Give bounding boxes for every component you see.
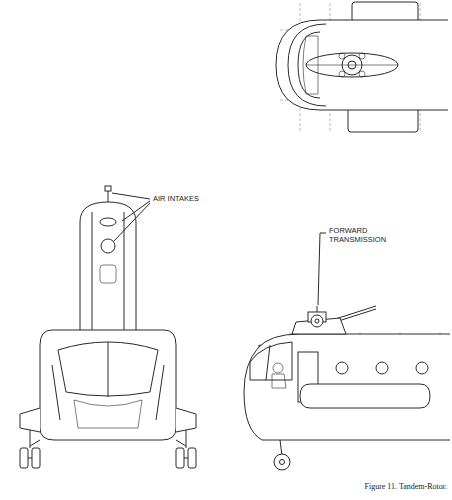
part-label: FORWARD TRANSMISSION [328, 227, 387, 244]
top-view [276, 2, 448, 132]
part-label: AIR INTAKES [152, 195, 200, 204]
side-view [244, 306, 450, 470]
leader-lines [112, 193, 326, 305]
figure-caption: Figure 11. Tandem-Rotor. [363, 482, 448, 491]
front-view [20, 186, 196, 468]
